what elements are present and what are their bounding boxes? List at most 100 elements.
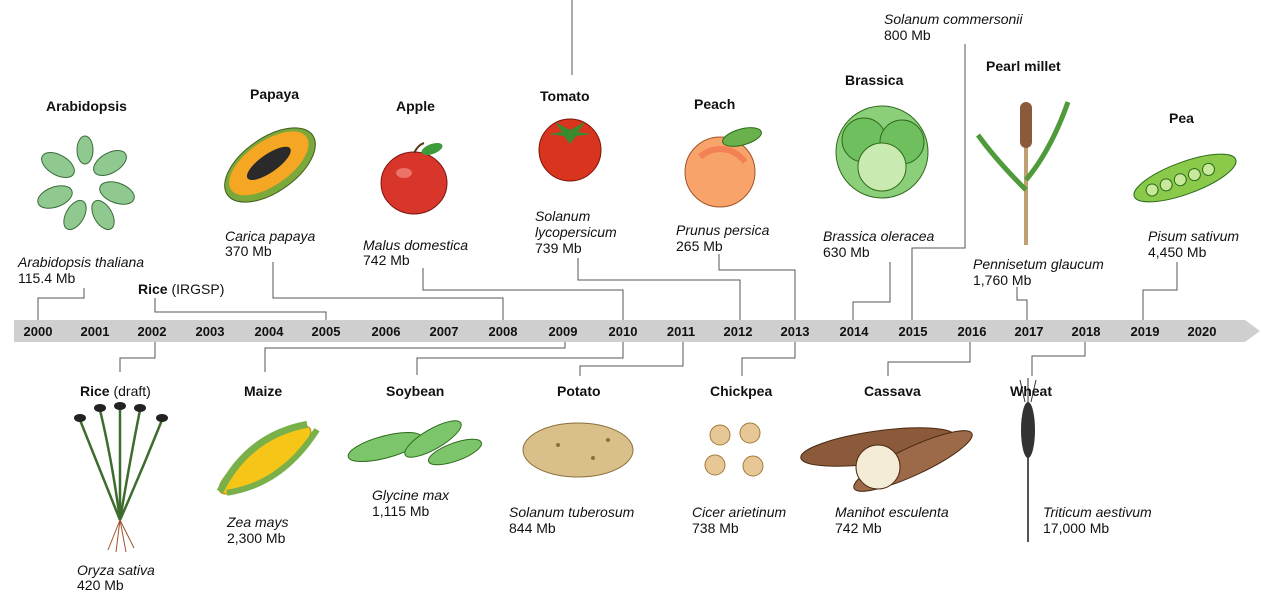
wheat-species: Triticum aestivum xyxy=(1043,504,1152,520)
chickpea-icon xyxy=(705,423,763,476)
rice-draft-qualifier: (draft) xyxy=(113,383,150,399)
potato-size: 844 Mb xyxy=(509,520,556,536)
pearl-millet-name: Pearl millet xyxy=(986,58,1061,74)
cabbage-icon xyxy=(836,106,928,198)
pea-pod-icon xyxy=(1129,144,1241,211)
peach-species: Prunus persica xyxy=(676,222,769,238)
connector-potato xyxy=(580,342,683,376)
pearl-millet-size: 1,760 Mb xyxy=(973,272,1031,288)
connector-rice-irgsp xyxy=(155,298,326,320)
connector-papaya xyxy=(273,262,503,320)
pea-name: Pea xyxy=(1169,110,1194,126)
soybean-species: Glycine max xyxy=(372,487,449,503)
connector-rice-draft xyxy=(120,342,155,372)
connector-maize xyxy=(265,342,565,372)
papaya-species: Carica papaya xyxy=(225,228,315,244)
pea-size: 4,450 Mb xyxy=(1148,244,1206,260)
year-label: 2016 xyxy=(950,324,994,339)
tomato-icon xyxy=(539,119,601,181)
potato-icon xyxy=(523,423,633,477)
rice-draft-species: Oryza sativa xyxy=(77,562,155,578)
year-label: 2018 xyxy=(1064,324,1108,339)
potato-species: Solanum tuberosum xyxy=(509,504,634,520)
peach-name: Peach xyxy=(694,96,735,112)
papaya-icon xyxy=(212,113,328,217)
corn-icon xyxy=(211,412,325,506)
wheat-name: Wheat xyxy=(1010,383,1052,399)
year-label: 2006 xyxy=(364,324,408,339)
year-label: 2007 xyxy=(422,324,466,339)
cassava-species: Manihot esculenta xyxy=(835,504,949,520)
tomato-name: Tomato xyxy=(540,88,590,104)
maize-species: Zea mays xyxy=(227,514,288,530)
chickpea-species: Cicer arietinum xyxy=(692,504,786,520)
tomato-species-line1: Solanum xyxy=(535,208,590,224)
rice-irgsp-name: Rice (IRGSP) xyxy=(138,281,224,297)
rice-draft-name: Rice (draft) xyxy=(80,383,151,399)
brassica-species: Brassica oleracea xyxy=(823,228,934,244)
year-label: 2001 xyxy=(73,324,117,339)
rice-draft-label: Rice xyxy=(80,383,110,399)
wheat-icon xyxy=(1020,378,1036,542)
soybean-size: 1,115 Mb xyxy=(372,503,429,519)
connector-brassica xyxy=(853,262,890,320)
apple-name: Apple xyxy=(396,98,435,114)
year-label: 2013 xyxy=(773,324,817,339)
connector-pearl-millet xyxy=(1017,287,1027,320)
cassava-name: Cassava xyxy=(864,383,921,399)
peach-icon xyxy=(685,124,763,207)
year-label: 2000 xyxy=(16,324,60,339)
papaya-name: Papaya xyxy=(250,86,299,102)
apple-species: Malus domestica xyxy=(363,237,468,253)
rice-irgsp-qualifier: (IRGSP) xyxy=(171,281,224,297)
connector-peach xyxy=(719,254,795,320)
pearl-millet-species: Pennisetum glaucum xyxy=(973,256,1104,272)
brassica-name: Brassica xyxy=(845,72,903,88)
year-label: 2011 xyxy=(659,324,703,339)
connector-pea xyxy=(1143,262,1177,320)
year-label: 2004 xyxy=(247,324,291,339)
connector-cassava xyxy=(888,342,970,376)
rice-draft-size: 420 Mb xyxy=(77,577,124,593)
arabidopsis-name: Arabidopsis xyxy=(46,98,127,114)
arabidopsis-icon xyxy=(35,136,138,233)
brassica-size: 630 Mb xyxy=(823,244,870,260)
connector-lines xyxy=(38,0,1177,376)
tomato-size: 739 Mb xyxy=(535,240,582,256)
apple-icon xyxy=(381,141,447,214)
chickpea-name: Chickpea xyxy=(710,383,772,399)
connector-chickpea xyxy=(742,342,795,376)
solanum-commersonii-species: Solanum commersonii xyxy=(884,11,1023,27)
papaya-size: 370 Mb xyxy=(225,243,272,259)
year-label: 2010 xyxy=(601,324,645,339)
year-label: 2009 xyxy=(541,324,585,339)
year-label: 2015 xyxy=(891,324,935,339)
connector-solanum-commersonii xyxy=(912,44,965,320)
tomato-species-line2: lycopersicum xyxy=(535,224,617,240)
year-label: 2003 xyxy=(188,324,232,339)
year-label: 2019 xyxy=(1123,324,1167,339)
year-label: 2012 xyxy=(716,324,760,339)
potato-name: Potato xyxy=(557,383,601,399)
year-label: 2002 xyxy=(130,324,174,339)
chickpea-size: 738 Mb xyxy=(692,520,739,536)
connector-arabidopsis xyxy=(38,288,84,320)
year-label: 2008 xyxy=(481,324,525,339)
arabidopsis-size: 115.4 Mb xyxy=(18,270,75,286)
year-label: 2020 xyxy=(1180,324,1224,339)
connector-tomato xyxy=(578,258,740,320)
pea-species: Pisum sativum xyxy=(1148,228,1239,244)
arabidopsis-species: Arabidopsis thaliana xyxy=(18,254,144,270)
maize-name: Maize xyxy=(244,383,282,399)
maize-size: 2,300 Mb xyxy=(227,530,285,546)
rice-plant-icon xyxy=(74,402,168,552)
pearl-millet-icon xyxy=(978,102,1068,245)
cassava-icon xyxy=(799,420,978,501)
connector-wheat xyxy=(1032,342,1085,376)
year-label: 2017 xyxy=(1007,324,1051,339)
connector-soybean xyxy=(417,342,623,375)
cassava-size: 742 Mb xyxy=(835,520,882,536)
soybean-icon xyxy=(345,414,484,470)
wheat-size: 17,000 Mb xyxy=(1043,520,1109,536)
connector-apple xyxy=(423,268,623,320)
